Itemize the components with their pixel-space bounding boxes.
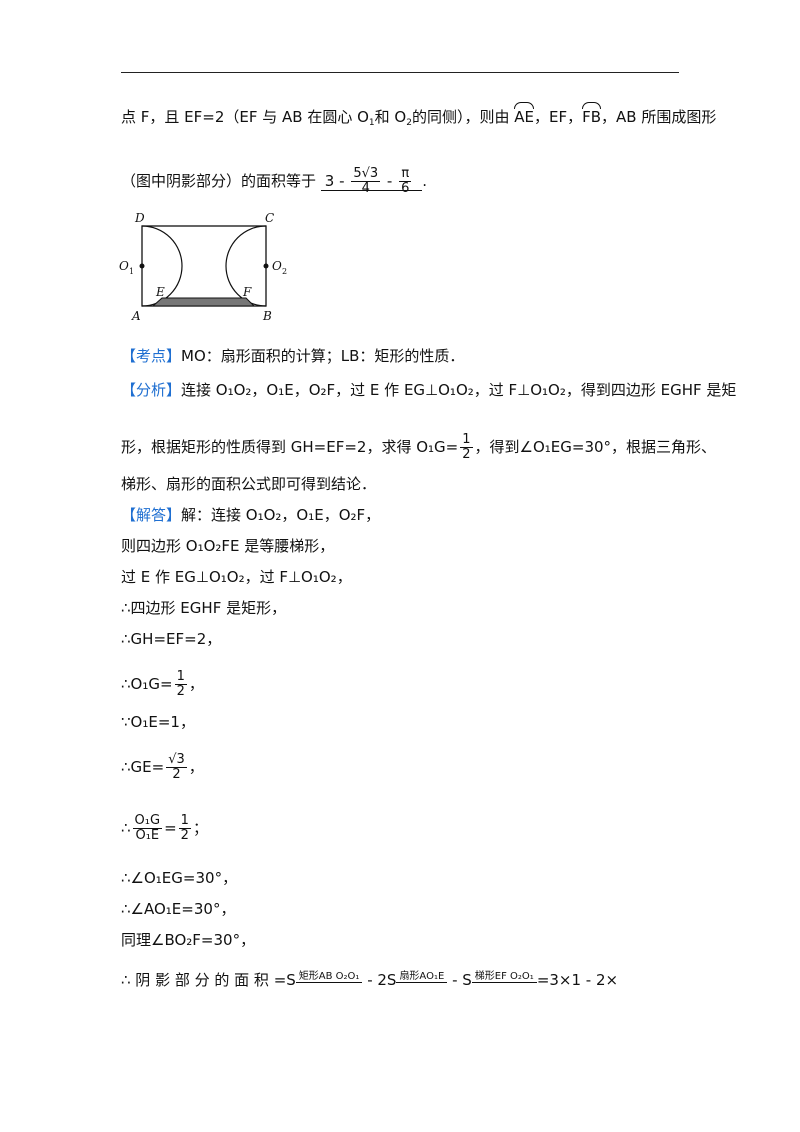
geometry-figure: D C O 1 O 2 E F A B (119, 211, 287, 323)
jieda-line-2: 则四边形 O₁O₂FE 是等腰梯形， (121, 537, 335, 555)
fenxi-tag: 【分析】 (121, 381, 182, 399)
jieda-line-4: ∴四边形 EGHF 是矩形， (121, 599, 287, 617)
label-o2-sub: 2 (282, 267, 287, 276)
header-rule (121, 72, 679, 73)
jieda-line-1: 【解答】解：连接 O₁O₂，O₁E，O₂F， (121, 506, 381, 524)
jieda-line-3: 过 E 作 EG⊥O₁O₂，过 F⊥O₁O₂， (121, 568, 352, 586)
point-o1 (139, 263, 145, 269)
label-e: E (155, 285, 165, 299)
arc-fb: FB (582, 102, 602, 126)
fenxi-line-3: 梯形、扇形的面积公式即可得到结论． (121, 475, 377, 493)
label-o2: O (272, 259, 282, 273)
label-b: B (262, 309, 272, 323)
label-o1: O (119, 259, 129, 273)
label-o1-sub: 1 (129, 267, 134, 276)
shaded-region (151, 297, 256, 307)
intro-line-1: 点 F，且 EF=2（EF 与 AB 在圆心 O1和 O2的同侧），则由 AE，… (121, 102, 717, 128)
label-a: A (131, 309, 141, 323)
kaodian-line: 【考点】MO：扇形面积的计算；LB：矩形的性质． (121, 347, 465, 365)
jieda-tag: 【解答】 (121, 506, 182, 524)
jieda-line-10: ∴∠O₁EG=30°， (121, 869, 238, 887)
jieda-line-12: 同理∠BO₂F=30°， (121, 931, 256, 949)
jieda-line-5: ∴GH=EF=2， (121, 630, 222, 648)
label-c: C (265, 211, 274, 225)
jieda-line-11: ∴∠AO₁E=30°， (121, 900, 236, 918)
label-d: D (134, 211, 145, 225)
kaodian-tag: 【考点】 (121, 347, 182, 365)
jieda-line-7: ∵O₁E=1， (121, 713, 195, 731)
fenxi-line-1: 【分析】连接 O₁O₂，O₁E，O₂F，过 E 作 EG⊥O₁O₂，过 F⊥O₁… (121, 381, 737, 399)
point-o2 (263, 263, 269, 269)
arc-ae: AE (514, 102, 535, 126)
label-f: F (242, 285, 252, 299)
